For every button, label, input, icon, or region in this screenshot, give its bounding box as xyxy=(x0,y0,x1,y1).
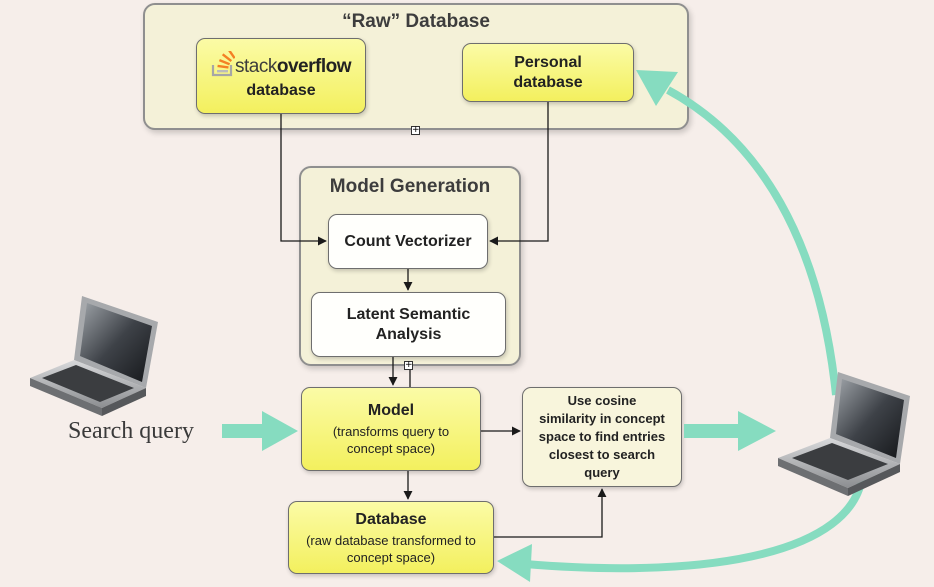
count-vectorizer-box[interactable]: Count Vectorizer xyxy=(328,214,488,269)
lsa-line2: Analysis xyxy=(375,325,442,343)
cosine-line1: Use cosine xyxy=(567,393,637,408)
database-to-cosine-arrow xyxy=(494,488,607,538)
database-subtitle-line2: concept space) xyxy=(346,549,436,565)
stackoverflow-logo-suffix: overflow xyxy=(276,56,352,77)
cosine-line3: space to find entries xyxy=(538,429,666,444)
personal-database-box[interactable]: Personal database xyxy=(462,43,634,102)
database-title: Database xyxy=(355,510,427,528)
personal-to-vectorizer-arrow xyxy=(489,102,549,246)
count-vectorizer-label: Count Vectorizer xyxy=(344,232,472,250)
model-generation-expand-icon[interactable]: + xyxy=(404,360,413,370)
cosine-to-laptop-arrow xyxy=(684,411,776,451)
personal-database-line1: Personal xyxy=(514,53,582,71)
stackoverflow-logo-prefix: stack xyxy=(235,56,277,77)
personal-database-line2: database xyxy=(513,73,583,91)
so-to-vectorizer-arrow xyxy=(280,114,327,246)
lsa-line1: Latent Semantic xyxy=(346,305,471,323)
laptop-to-database-arc xyxy=(524,477,866,573)
stackoverflow-logo: stackoverflow xyxy=(211,51,351,77)
teal-arrows xyxy=(222,411,776,451)
raw-database-expand-icon[interactable]: + xyxy=(411,125,420,135)
model-box[interactable]: Model (transforms query to concept space… xyxy=(301,387,481,471)
cosine-line2: similarity in concept xyxy=(539,411,665,426)
lsa-box[interactable]: Latent Semantic Analysis xyxy=(311,292,506,357)
stackoverflow-database-box[interactable]: stackoverflow database xyxy=(196,38,366,114)
database-subtitle-line1: (raw database transformed to xyxy=(306,532,476,548)
cosine-line5: query xyxy=(584,465,620,480)
laptop-to-database-arrowhead xyxy=(497,544,532,582)
model-title: Model xyxy=(367,402,415,419)
cosine-similarity-box[interactable]: Use cosine similarity in concept space t… xyxy=(522,387,682,487)
laptop-to-personal-arrowhead xyxy=(636,70,678,106)
raw-database-title: “Raw” Database xyxy=(342,11,490,32)
database-box[interactable]: Database (raw database transformed to co… xyxy=(288,501,494,574)
stackoverflow-database-label: database xyxy=(246,82,316,99)
stackoverflow-logo-icon xyxy=(211,51,235,77)
search-query-arrow xyxy=(222,411,298,451)
right-laptop-icon xyxy=(778,372,910,496)
left-laptop-icon xyxy=(30,296,158,416)
cosine-line4: closest to search xyxy=(548,447,656,462)
laptop-to-personal-arc xyxy=(666,86,840,396)
model-subtitle-line1: (transforms query to xyxy=(332,424,450,439)
search-query-label: Search query xyxy=(68,418,194,444)
model-generation-title: Model Generation xyxy=(329,176,491,197)
model-subtitle-line2: concept space) xyxy=(346,441,436,456)
